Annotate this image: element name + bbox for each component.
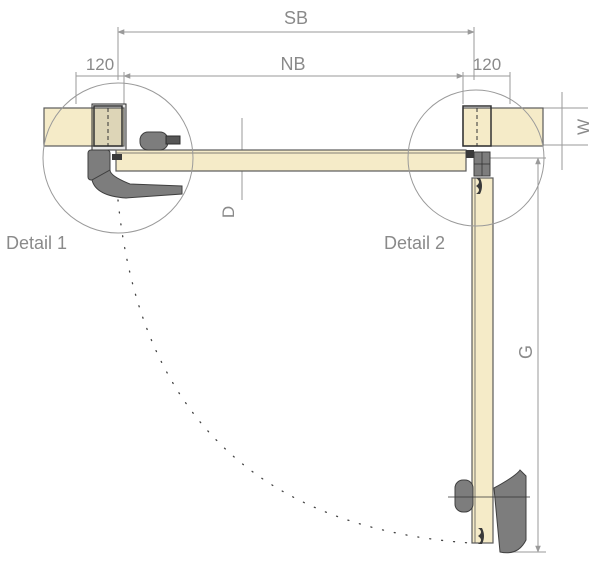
dimension-frame-left-label: 120 <box>86 55 114 74</box>
door-leaf-open <box>471 177 494 544</box>
detail-2-circle <box>407 89 545 227</box>
wall-left <box>43 103 127 151</box>
wall-right <box>462 105 544 147</box>
lock-hardware-closed <box>87 131 183 199</box>
dimension-nb-label: NB <box>280 54 305 74</box>
detail-1-label: Detail 1 <box>6 233 67 253</box>
dimension-d-label: D <box>219 206 238 218</box>
hinge-detail <box>466 150 491 194</box>
door-swing-arc <box>117 199 471 544</box>
dimension-frame-right-label: 120 <box>473 55 501 74</box>
detail-2-label: Detail 2 <box>384 233 445 253</box>
dimension-frame-left: 120 <box>75 55 125 104</box>
dimension-w-label: W <box>574 119 591 135</box>
dimension-frame-right: 120 <box>462 55 511 104</box>
dimension-g-label: G <box>516 345 536 359</box>
dimension-sb: SB <box>117 8 475 80</box>
dimension-w: W <box>540 92 591 170</box>
detail-1-circle <box>42 82 194 234</box>
door-leaf-closed <box>115 149 467 172</box>
lock-hardware-open <box>448 469 530 554</box>
dimension-sb-label: SB <box>284 8 308 28</box>
dimension-nb: NB <box>123 54 464 79</box>
